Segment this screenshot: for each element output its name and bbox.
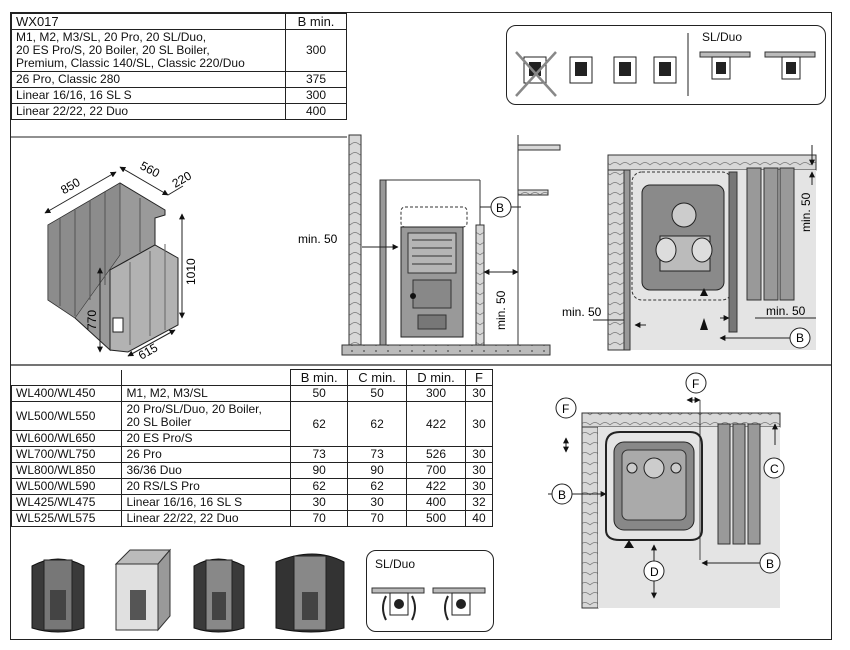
model-cell: WL400/WL450	[10, 385, 123, 402]
b-cell: 400	[285, 103, 347, 120]
d-cell: 526	[406, 446, 466, 463]
sl-duo-box: SL/Duo	[366, 550, 494, 632]
heater-cell: 26 Pro, Classic 280	[11, 71, 286, 88]
min-front-label: min. 50	[766, 304, 806, 318]
mounting-options-box: SL/Duo	[506, 25, 826, 105]
c-cell: 30	[347, 494, 408, 511]
heater-cell: M1, M2, M3/SL	[121, 385, 292, 402]
f-cell: 30	[464, 446, 494, 463]
sl-duo-title: SL/Duo	[702, 30, 743, 44]
model-cell: WL600/WL650	[10, 430, 123, 447]
top-view-wx017	[593, 145, 817, 351]
b-cell: 50	[290, 385, 349, 402]
f-cell: 40	[464, 510, 494, 527]
table-row: Linear 22/22, 22 Duo 400	[11, 103, 347, 120]
c-cell: 70	[347, 510, 408, 527]
heater-thumb-3	[193, 558, 245, 633]
heater-cell: M1, M2, M3/SL, 20 Pro, 20 SL/Duo, 20 ES …	[11, 29, 286, 72]
table-row: WL500/WL550 20 Pro/SL/Duo, 20 Boiler, 20…	[10, 401, 494, 447]
f-label: F	[692, 377, 699, 391]
mounting-icons	[515, 33, 816, 97]
c-cell: 73	[347, 446, 408, 463]
heater-cell: Linear 22/22, 22 Duo	[11, 103, 286, 120]
b-cell: 300	[285, 29, 347, 72]
clearance-table-wx017: WX017 B min. M1, M2, M3/SL, 20 Pro, 20 S…	[11, 13, 347, 120]
figure-frame	[10, 12, 832, 640]
b-label: B	[496, 201, 504, 215]
cabin-perspective	[44, 166, 185, 357]
heater-thumb-4	[275, 553, 345, 633]
model-cell: WL525/WL575	[10, 510, 123, 527]
table-row: 26 Pro, Classic 280 375	[11, 71, 347, 88]
heater-thumb-1	[31, 558, 85, 633]
b-cell: 70	[290, 510, 349, 527]
heater-cell: Linear 22/22, 22 Duo	[121, 510, 292, 527]
heater-thumb-2	[114, 548, 172, 632]
b-label: B	[558, 488, 566, 502]
d-label: D	[650, 565, 659, 579]
table-header-row: B min. C min. D min. F	[11, 369, 494, 386]
dim-depth2: 220	[170, 168, 195, 190]
heater-images	[31, 548, 345, 633]
clearance-table-wl: B min. C min. D min. F WL400/WL450 M1, M…	[10, 369, 494, 527]
min-right-label: min. 50	[494, 290, 508, 330]
min-left-label: min. 50	[298, 232, 338, 246]
d-cell: 422	[406, 401, 466, 447]
b-cell: 30	[290, 494, 349, 511]
dim-depth: 560	[138, 159, 163, 181]
min-back-label: min. 50	[799, 192, 813, 232]
table-row: M1, M2, M3/SL, 20 Pro, 20 SL/Duo, 20 ES …	[11, 29, 347, 72]
b-label: B	[766, 557, 774, 571]
f-cell: 30	[464, 385, 494, 402]
heater-cell: 20 Pro/SL/Duo, 20 Boiler, 20 SL Boiler	[121, 401, 292, 431]
f-label: F	[562, 402, 569, 416]
table-row: WL500/WL590 20 RS/LS Pro 62 62 422 30	[10, 478, 494, 495]
side-elevation	[341, 134, 561, 356]
b-min-header: B min.	[285, 13, 347, 30]
table-row: WL525/WL575 Linear 22/22, 22 Duo 70 70 5…	[10, 510, 494, 527]
b-label: B	[796, 331, 804, 345]
d-cell: 422	[406, 478, 466, 495]
table-row: Linear 16/16, 16 SL S 300	[11, 87, 347, 104]
sl-duo-icons	[371, 587, 486, 621]
table-row: WL700/WL750 26 Pro 73 73 526 30	[10, 446, 494, 463]
f-cell: 30	[464, 462, 494, 479]
heater-cell: 20 RS/LS Pro	[121, 478, 292, 495]
dim-height: 1010	[184, 258, 198, 285]
model-cell: WL500/WL550	[10, 401, 123, 431]
model-cell: WL700/WL750	[10, 446, 123, 463]
top-view-wl	[548, 372, 785, 609]
b-cell: 62	[290, 401, 349, 447]
dim-door-height: 770	[85, 310, 99, 330]
d-cell: 500	[406, 510, 466, 527]
heater-cell: 26 Pro	[121, 446, 292, 463]
f-cell: 30	[464, 401, 494, 447]
min-side-label: min. 50	[562, 305, 602, 319]
c-label: C	[770, 462, 779, 476]
sl-duo-title: SL/Duo	[375, 557, 416, 571]
